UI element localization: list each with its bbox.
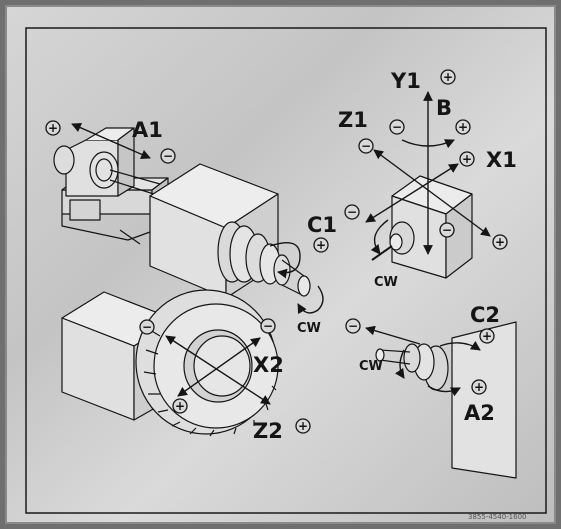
- sign-circles: [45, 69, 508, 434]
- x1-axis-arrow: [365, 163, 459, 223]
- y1-plus-sign: +: [443, 70, 453, 84]
- c2-plus-sign: +: [482, 329, 492, 343]
- axis-arrows: [71, 91, 491, 405]
- x1-label: X1: [486, 148, 517, 172]
- c2-minus-sign: −: [348, 319, 358, 333]
- b-minus-sign: −: [392, 120, 402, 134]
- z1-label: Z1: [338, 108, 368, 132]
- z2-label: Z2: [253, 419, 283, 443]
- c2-cw-label: CW: [359, 359, 383, 374]
- c1-cw-arrow: [297, 285, 324, 315]
- z2-minus-sign: −: [263, 319, 273, 333]
- tool-cw-arrow: [370, 219, 389, 255]
- a1-plus-sign: +: [48, 121, 58, 135]
- b-rotation-arrow: [401, 139, 455, 149]
- tool-cw-label: CW: [374, 275, 398, 290]
- c1-label: C1: [307, 213, 337, 237]
- z1-plus-sign: +: [495, 235, 505, 249]
- b-label: B: [436, 96, 452, 120]
- c1-rotation-arrow: [269, 242, 301, 279]
- z1-minus-sign: −: [361, 139, 371, 153]
- plate-border: [25, 27, 547, 514]
- a1-label: A1: [132, 118, 163, 142]
- y1-minus-sign: −: [442, 223, 452, 237]
- c2-rotation-arrow: [439, 341, 481, 351]
- c2-label: C2: [470, 303, 500, 327]
- x2-plus-sign: +: [175, 399, 185, 413]
- c1-cw-label: CW: [297, 321, 321, 336]
- a1-axis-arrow: [71, 123, 151, 159]
- a2-plus-sign: +: [474, 380, 484, 394]
- z2-axis-arrow: [177, 337, 261, 397]
- b-plus-sign: +: [458, 120, 468, 134]
- sub-spindle-drawing: [375, 321, 517, 479]
- a1-minus-sign: −: [163, 149, 173, 163]
- headstock-drawing: [149, 163, 311, 299]
- a2-label: A2: [464, 401, 495, 425]
- z2-plus-sign: +: [298, 419, 308, 433]
- c2-axis-arrow: [365, 325, 421, 345]
- x1-plus-sign: +: [462, 152, 472, 166]
- x2-label: X2: [253, 353, 284, 377]
- a2-rotation-arrow: [427, 385, 461, 397]
- x2-minus-sign: −: [142, 320, 152, 334]
- part-number: 3855-4540-1600: [468, 513, 527, 521]
- c1-plus-sign: +: [316, 238, 326, 252]
- x1-minus-sign: −: [347, 205, 357, 219]
- y1-label: Y1: [390, 69, 421, 93]
- c2-cw-arrow: [395, 349, 405, 379]
